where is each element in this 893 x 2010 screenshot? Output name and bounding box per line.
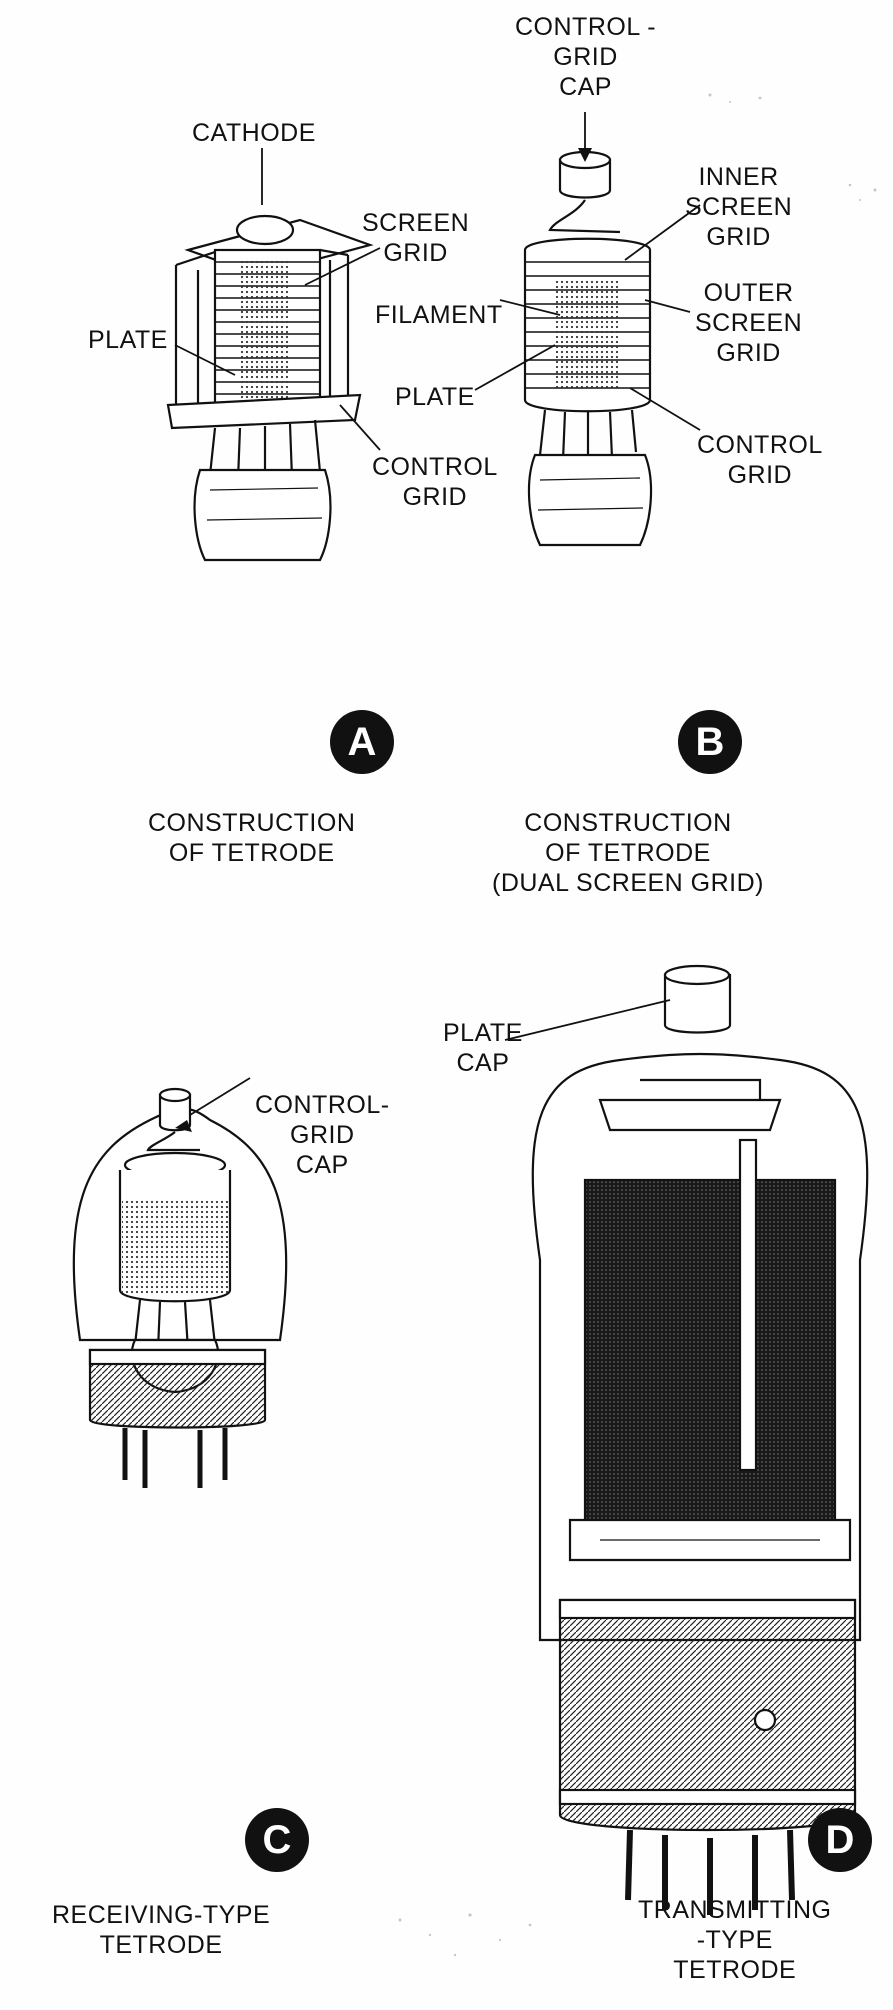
tetrode-b-drawing xyxy=(523,150,653,547)
label-filament: FILAMENT xyxy=(375,301,503,329)
label-plate-b: PLATE xyxy=(395,383,475,411)
badge-d: D xyxy=(808,1808,872,1872)
label-control-grid-a: CONTROL GRID xyxy=(372,453,498,511)
label-outer-screen-grid: OUTER SCREEN GRID xyxy=(695,279,803,367)
label-cathode: CATHODE xyxy=(192,119,316,147)
badge-b: B xyxy=(678,710,742,774)
label-plate-a: PLATE xyxy=(88,326,168,354)
tetrode-d-drawing xyxy=(531,964,869,1915)
caption-d: TRANSMITTING -TYPE TETRODE xyxy=(638,1896,832,1984)
caption-a: CONSTRUCTION OF TETRODE xyxy=(148,809,356,867)
badge-c: C xyxy=(245,1808,309,1872)
label-inner-screen-grid: INNER SCREEN GRID xyxy=(685,163,793,251)
label-control-grid-cap-c: CONTROL- GRID CAP xyxy=(255,1091,390,1179)
label-screen-grid-a: SCREEN GRID xyxy=(362,209,470,267)
label-plate-cap: PLATE CAP xyxy=(443,1019,523,1077)
badge-a: A xyxy=(330,710,394,774)
tetrode-a-drawing xyxy=(166,214,374,562)
caption-b: CONSTRUCTION OF TETRODE (DUAL SCREEN GRI… xyxy=(492,809,764,897)
label-control-grid-b: CONTROL GRID xyxy=(697,431,823,489)
tetrode-c-drawing xyxy=(72,1087,288,1488)
label-control-grid-cap-b: CONTROL - GRID CAP xyxy=(515,13,657,101)
caption-c: RECEIVING-TYPE TETRODE xyxy=(52,1901,271,1959)
